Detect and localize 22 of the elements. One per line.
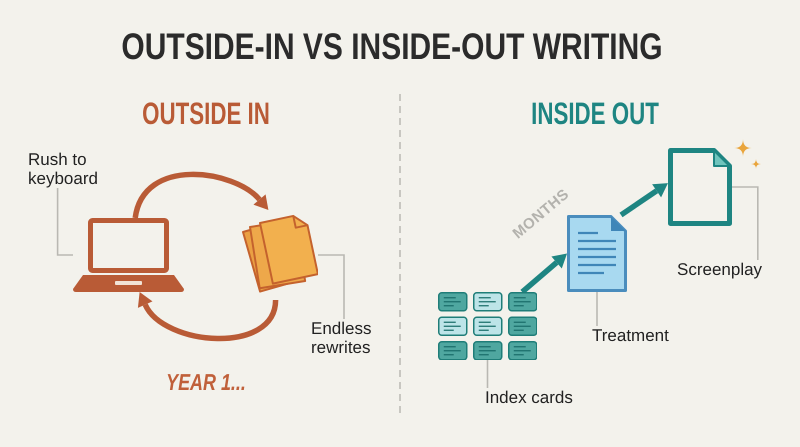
leader-line [486, 360, 488, 388]
leader-line [732, 186, 759, 260]
arrow [619, 183, 668, 218]
leader-line [318, 254, 345, 319]
curved-arrow [132, 172, 270, 219]
callout-label: Screenplay [677, 260, 762, 279]
laptop-icon [73, 218, 184, 292]
arrow [520, 254, 568, 294]
callout-label: Endless rewrites [311, 319, 377, 357]
leader-line [596, 292, 598, 326]
timeframe-label: YEAR 1... [166, 371, 246, 394]
blank-page-icon [668, 148, 732, 226]
section-heading: INSIDE OUT [531, 98, 659, 129]
callout-label: Treatment [592, 326, 669, 345]
index-cards-drawing [438, 292, 537, 360]
callout-label: Index cards [485, 388, 573, 407]
section-heading: OUTSIDE IN [142, 98, 270, 129]
document-icon [567, 215, 627, 292]
leader-line [56, 188, 73, 256]
curved-arrow [138, 293, 278, 342]
title: OUTSIDE-IN VS INSIDE-OUT WRITING [121, 28, 663, 65]
callout-label: Rush to keyboard [28, 150, 102, 188]
